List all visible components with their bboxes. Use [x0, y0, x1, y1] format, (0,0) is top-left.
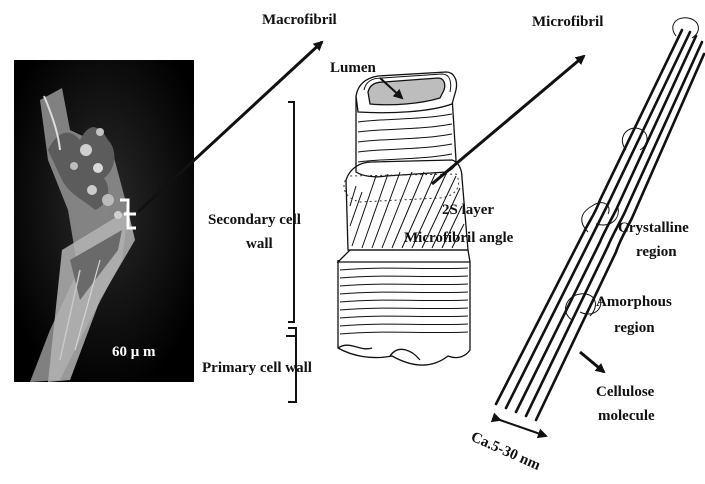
amorphous-label-line1: Amorphous: [596, 294, 672, 310]
secondary-wall-label-line2: wall: [246, 236, 273, 252]
amorphous-label-line2: region: [614, 320, 655, 336]
secondary-wall-label-line1: Secondary cell: [208, 212, 301, 228]
width-arrow: [500, 420, 546, 436]
microfibril-arrow: [432, 56, 584, 184]
s2-layer-label: 2S layer: [442, 202, 494, 218]
cellulose-arrow: [580, 352, 604, 372]
width-label: Ca.5-30 nm: [468, 429, 543, 474]
sem-micrograph: 60 μ m: [14, 60, 194, 382]
crystalline-label-line1: Crystalline: [618, 220, 689, 236]
microfibril-angle-label: Microfibril angle: [404, 230, 514, 246]
scale-label: 60 μ m: [112, 344, 156, 360]
cell-wall-drawing: [338, 72, 470, 365]
crystalline-label-line2: region: [636, 244, 677, 260]
amorphous-regions: [566, 18, 699, 320]
primary-wall-label: Primary cell wall: [202, 360, 312, 376]
cellulose-label-line2: molecule: [598, 408, 655, 424]
lumen-label: Lumen: [330, 60, 377, 76]
microfibril-label: Microfibril: [532, 14, 603, 30]
macrofibril-label: Macrofibril: [262, 12, 337, 28]
cellulose-label-line1: Cellulose: [596, 384, 655, 400]
